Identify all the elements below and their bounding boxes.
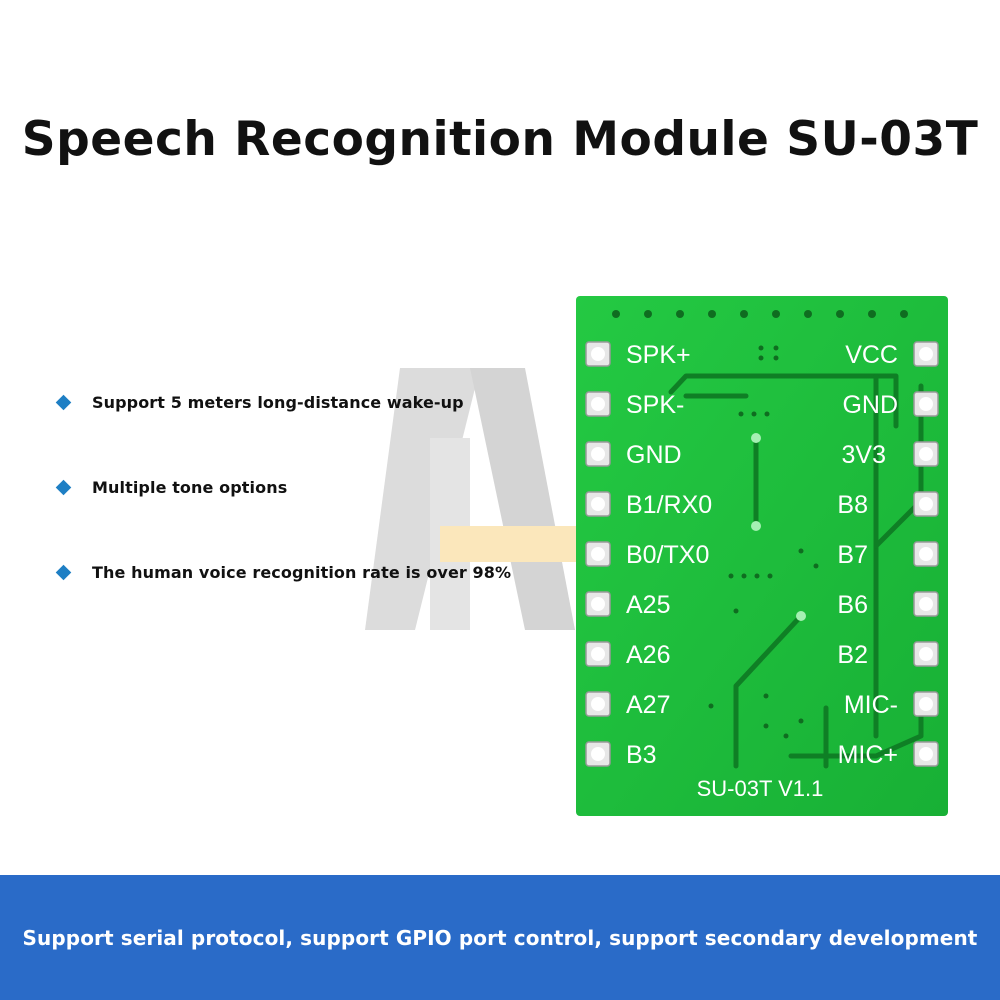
pin-labels: SPK+ SPK- GND B1/RX0 B0/TX0 A25 A26 A27 … xyxy=(626,341,898,769)
pin-label-left: A25 xyxy=(626,591,670,619)
feature-item: Support 5 meters long-distance wake-up xyxy=(55,393,464,412)
footer-banner: Support serial protocol, support GPIO po… xyxy=(0,875,1000,1000)
diamond-bullet-icon xyxy=(55,394,72,411)
feature-item: The human voice recognition rate is over… xyxy=(55,563,511,582)
pcb-board xyxy=(576,296,948,816)
pin-label-right: 3V3 xyxy=(842,441,886,469)
feature-item: Multiple tone options xyxy=(55,478,287,497)
pcb-via xyxy=(751,521,761,531)
pcb-via xyxy=(796,611,806,621)
right-pin-pads xyxy=(913,341,939,767)
pin-label-left: B0/TX0 xyxy=(626,541,709,569)
left-pin-pads xyxy=(585,341,611,767)
pin-label-left: SPK+ xyxy=(626,341,691,369)
pcb-via-dots xyxy=(612,310,908,739)
pin-label-right: B7 xyxy=(837,541,868,569)
pcb-via xyxy=(751,433,761,443)
pin-label-left: A26 xyxy=(626,641,670,669)
pin-label-right: B2 xyxy=(837,641,868,669)
pin-label-left: SPK- xyxy=(626,391,684,419)
pin-label-left: B3 xyxy=(626,741,657,769)
pin-label-left: B1/RX0 xyxy=(626,491,712,519)
pin-label-right: GND xyxy=(842,391,898,419)
feature-list: Support 5 meters long-distance wake-up M… xyxy=(55,0,575,1000)
feature-text: The human voice recognition rate is over… xyxy=(92,563,512,582)
footer-text: Support serial protocol, support GPIO po… xyxy=(22,925,978,950)
diamond-bullet-icon xyxy=(55,564,72,581)
board-silkscreen-model: SU-03T V1.1 xyxy=(697,776,824,801)
diamond-bullet-icon xyxy=(55,479,72,496)
page-title: Speech Recognition Module SU-03T xyxy=(21,112,979,167)
pcb-module: SPK+ SPK- GND B1/RX0 B0/TX0 A25 A26 A27 … xyxy=(576,296,948,816)
watermark-logo xyxy=(365,368,585,630)
feature-text: Multiple tone options xyxy=(92,478,288,497)
feature-text: Support 5 meters long-distance wake-up xyxy=(92,393,464,412)
pin-label-left: GND xyxy=(626,441,682,469)
pin-label-left: A27 xyxy=(626,691,670,719)
pin-label-right: MIC- xyxy=(844,691,898,719)
pin-label-right: B8 xyxy=(837,491,868,519)
pin-label-right: B6 xyxy=(837,591,868,619)
pin-label-right: MIC+ xyxy=(838,741,898,769)
pin-label-right: VCC xyxy=(845,341,898,369)
